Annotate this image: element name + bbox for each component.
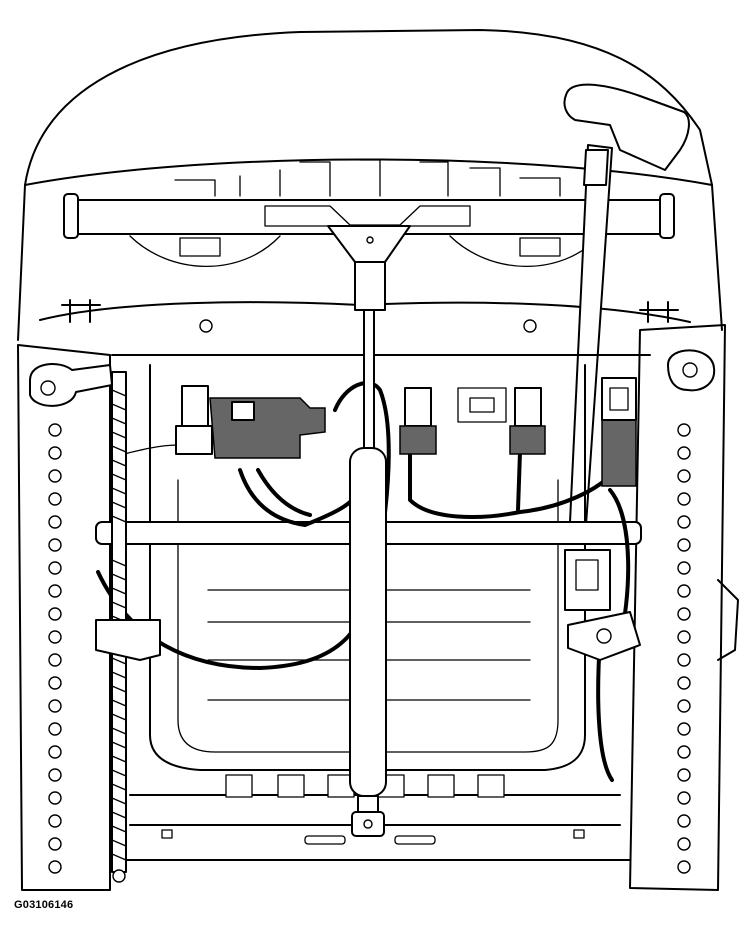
latch-bracket xyxy=(564,549,641,661)
upper-cross-tube xyxy=(63,159,675,239)
upper-mounting-plate xyxy=(39,225,691,333)
left-holes-column xyxy=(48,423,62,874)
figure-id-label: G03106146 xyxy=(14,899,74,911)
electrical-connectors xyxy=(175,377,637,487)
right-side-member xyxy=(629,301,739,891)
right-holes-column xyxy=(677,423,691,874)
lower-rail xyxy=(124,774,631,861)
recliner-handle xyxy=(563,83,690,526)
threaded-rod xyxy=(95,371,161,883)
left-side-member xyxy=(17,299,113,891)
gas-strut xyxy=(349,309,387,837)
